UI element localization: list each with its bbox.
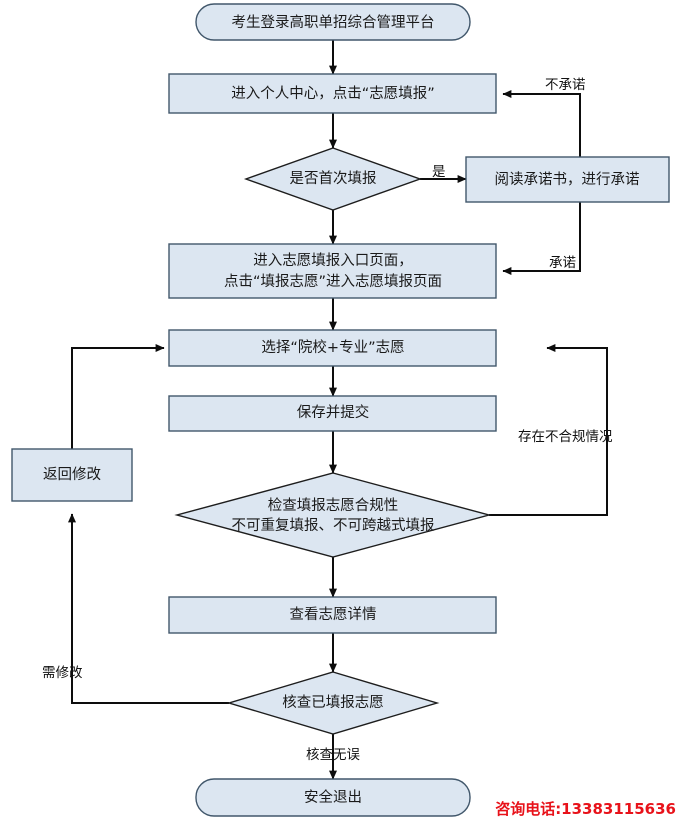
node-read-commitment[interactable]: [465, 156, 670, 203]
node-safe-exit-label: 安全退出: [304, 788, 362, 806]
edge-label-yes: 是: [432, 164, 446, 180]
node-select-volunteer[interactable]: [168, 329, 497, 367]
connector-return-modify-to-select-volunteer: [71, 344, 165, 449]
connector-verify-filled-need-modify-loop: [68, 513, 229, 704]
node-start-label: 考生登录高职单招综合管理平台: [232, 14, 435, 31]
node-start[interactable]: [195, 3, 471, 41]
node-safe-exit[interactable]: [195, 778, 471, 817]
node-select-volunteer-label: 选择“院校+专业”志愿: [261, 339, 404, 356]
connector-check-rule-noncompliant-loop: [489, 344, 608, 516]
connector-read-commitment-not-commit-loop: [502, 90, 581, 157]
node-return-modify-label: 返回修改: [43, 466, 101, 483]
node-save-submit[interactable]: [168, 395, 497, 432]
edge-label-not-commit: 不承诺: [545, 77, 586, 93]
edge-label-non-compliant: 存在不合规情况: [518, 429, 613, 445]
edge-label-need-modify: 需修改: [42, 665, 83, 681]
node-return-modify[interactable]: [11, 448, 133, 502]
node-check-rule-decision[interactable]: [174, 472, 492, 558]
node-save-submit-label: 保存并提交: [297, 403, 370, 421]
node-personal-center[interactable]: [168, 73, 497, 114]
node-view-detail[interactable]: [168, 596, 497, 634]
node-personal-center-label: 进入个人中心，点击“志愿填报”: [231, 85, 435, 102]
node-verify-filled-decision[interactable]: [226, 671, 440, 735]
connector-read-commitment-commit-loop: [502, 202, 581, 275]
node-first-time-decision[interactable]: [243, 147, 423, 211]
node-first-time-decision-label: 是否首次填报: [290, 170, 377, 187]
node-read-commitment-label: 阅读承诺书，进行承诺: [495, 171, 640, 188]
edge-label-verified-ok: 核查无误: [306, 747, 360, 763]
node-entry-page-label-line1: 进入志愿填报入口页面，: [253, 252, 413, 269]
node-entry-page[interactable]: [168, 243, 497, 299]
watermark-phone: 咨询电话:13383115636: [495, 800, 676, 818]
edge-label-commit: 承诺: [549, 255, 576, 271]
node-entry-page-label-line2: 点击“填报志愿”进入志愿填报页面: [224, 273, 442, 290]
node-view-detail-label: 查看志愿详情: [290, 606, 377, 623]
node-verify-filled-label: 核查已填报志愿: [282, 694, 384, 711]
node-check-rule-label-line2: 不可重复填报、不可跨越式填报: [232, 516, 435, 534]
node-check-rule-label-line1: 检查填报志愿合规性: [268, 497, 399, 514]
